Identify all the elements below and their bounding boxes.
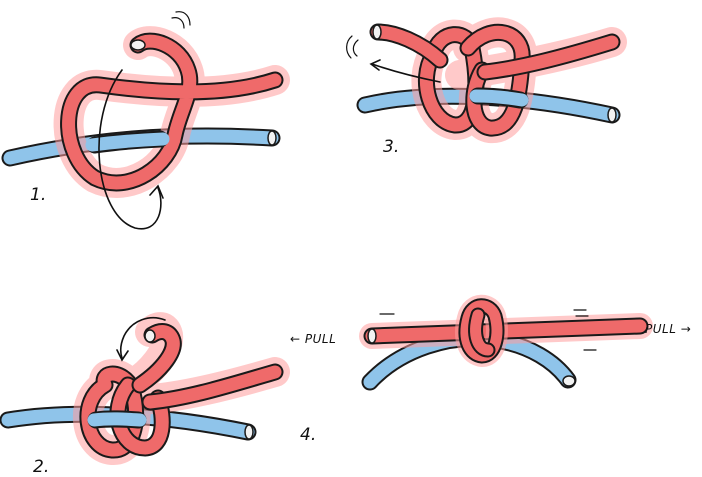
step-3-panel: 3.: [347, 25, 616, 157]
pull-left-label: ← PULL: [290, 332, 336, 346]
step-4-label: 4.: [300, 425, 316, 445]
step-3-label: 3.: [383, 137, 399, 157]
pull-right-label: PULL →: [645, 322, 691, 336]
step-2-panel: 2.: [8, 318, 275, 477]
step-1-label: 1.: [30, 185, 46, 205]
step-4-panel: ← PULL PULL → 4.: [290, 306, 691, 445]
step-2-label: 2.: [33, 457, 49, 477]
step-1-panel: 1.: [10, 12, 276, 229]
